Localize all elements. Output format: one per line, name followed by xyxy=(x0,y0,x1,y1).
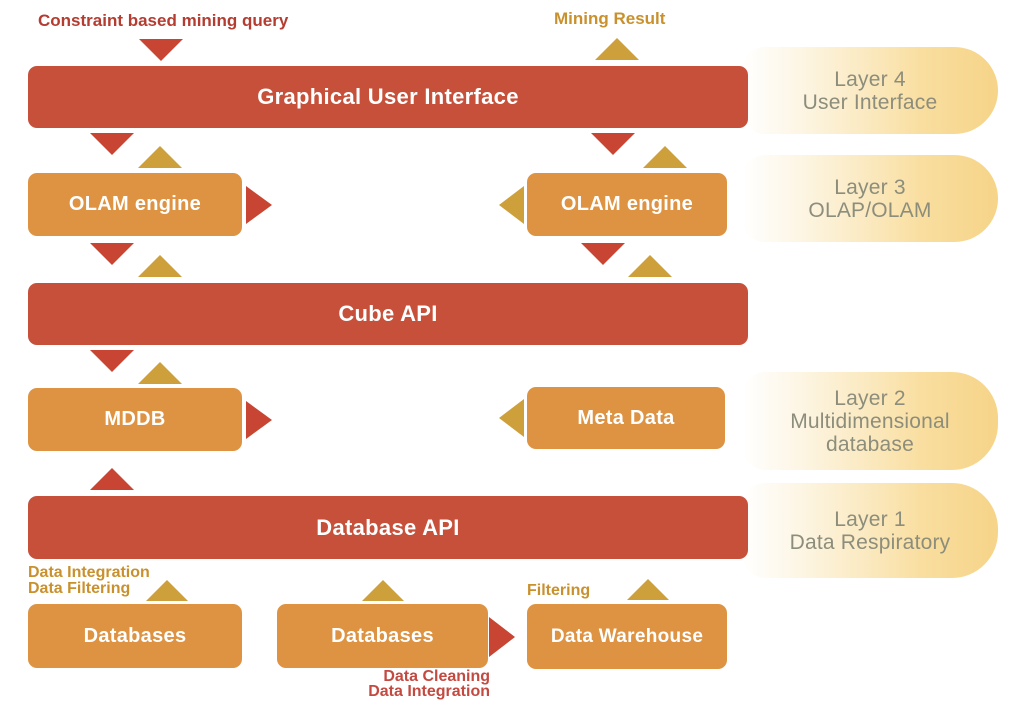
constraint-query-label: Constraint based mining query xyxy=(38,11,289,30)
up-arrow-icon xyxy=(138,362,182,384)
up-arrow-icon xyxy=(146,580,188,601)
meta-data-box: Meta Data xyxy=(527,387,725,449)
data-integration-line: Data Integration xyxy=(28,564,150,581)
olam-engine-right-box: OLAM engine xyxy=(527,173,727,236)
databases-left-box: Databases xyxy=(28,604,242,668)
data-cleaning-line: Data Cleaning xyxy=(383,668,490,685)
up-arrow-icon xyxy=(595,38,639,60)
up-arrow-icon xyxy=(628,255,672,277)
filtering-label: Filtering xyxy=(527,582,591,599)
mining-result-label: Mining Result xyxy=(554,9,666,28)
layer-2-title: Layer 2 xyxy=(834,386,906,410)
layer-4-subtitle: User Interface xyxy=(802,90,938,114)
down-arrow-icon xyxy=(90,133,134,155)
layer-3-subtitle: OLAP/OLAM xyxy=(808,198,932,222)
mddb-box: MDDB xyxy=(28,388,242,451)
database-api-bar: Database API xyxy=(28,496,748,559)
down-arrow-icon xyxy=(581,243,625,265)
cube-api-bar: Cube API xyxy=(28,283,748,345)
layer-1-pill: Layer 1 Data Respiratory xyxy=(742,483,998,578)
layer-1-subtitle: Data Respiratory xyxy=(789,530,951,554)
down-arrow-icon xyxy=(591,133,635,155)
data-integration-line-2: Data Integration xyxy=(368,683,490,700)
down-arrow-icon xyxy=(139,39,183,61)
data-filtering-line: Data Filtering xyxy=(28,579,131,597)
layer-3-pill: Layer 3 OLAP/OLAM xyxy=(742,155,998,242)
down-arrow-icon xyxy=(90,350,134,372)
layer-4-title: Layer 4 xyxy=(834,67,906,91)
up-arrow-icon xyxy=(643,146,687,168)
left-arrow-icon xyxy=(499,186,524,224)
databases-mid-box: Databases xyxy=(277,604,488,668)
layer-2-pill: Layer 2 Multidimensional database xyxy=(742,372,998,470)
layer-3-title: Layer 3 xyxy=(834,175,906,199)
right-arrow-icon xyxy=(489,617,515,657)
gui-bar: Graphical User Interface xyxy=(28,66,748,128)
data-warehouse-box: Data Warehouse xyxy=(527,604,727,669)
layer-2-subtitle: Multidimensional xyxy=(790,409,950,433)
down-arrow-icon xyxy=(90,243,134,265)
right-arrow-icon xyxy=(246,186,272,224)
data-integration-filtering-label: Data Integration Data Filtering xyxy=(28,565,150,596)
up-arrow-icon xyxy=(627,579,669,600)
right-arrow-icon xyxy=(246,401,272,439)
up-arrow-icon xyxy=(362,580,404,601)
up-arrow-icon xyxy=(138,146,182,168)
layer-1-title: Layer 1 xyxy=(834,507,906,531)
layer-2-subtitle-2: database xyxy=(825,432,914,456)
up-arrow-icon xyxy=(90,468,134,490)
layer-4-pill: Layer 4 User Interface xyxy=(742,47,998,134)
data-cleaning-integration-label: Data Cleaning Data Integration xyxy=(300,668,490,700)
left-arrow-icon xyxy=(499,399,524,437)
olam-engine-left-box: OLAM engine xyxy=(28,173,242,236)
up-arrow-icon xyxy=(138,255,182,277)
